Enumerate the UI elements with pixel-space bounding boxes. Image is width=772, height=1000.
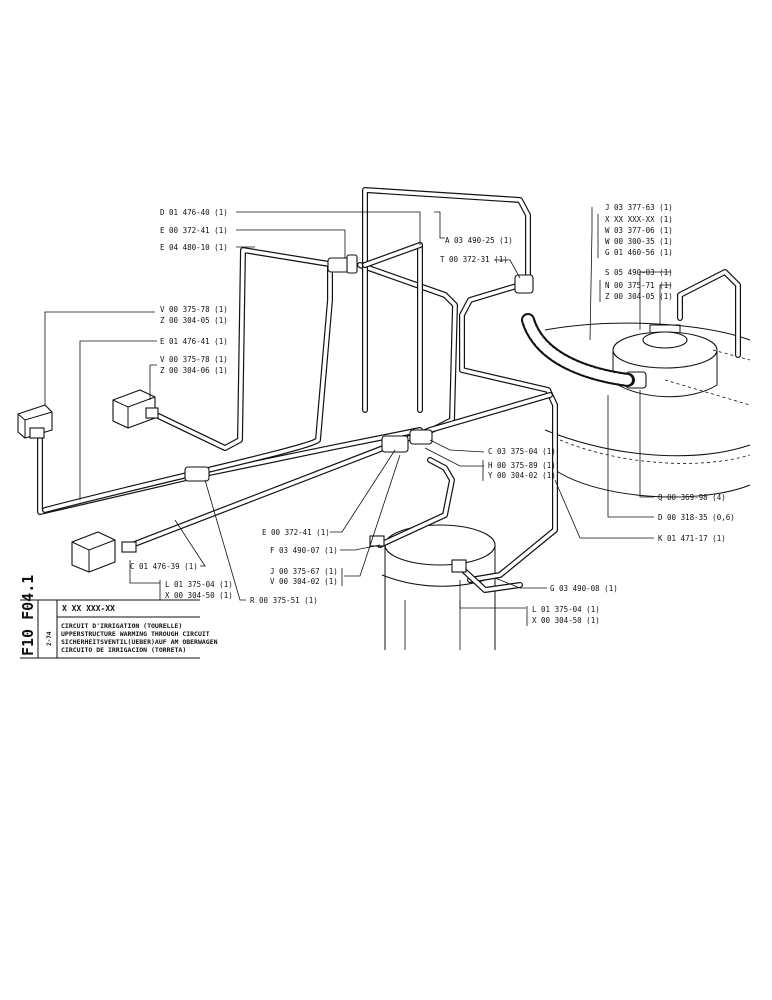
callout-e-00-372-41-top: E 00 372-41 (1) (160, 226, 228, 235)
callout-g-03-490-08: G 03 490-08 (1) (550, 584, 618, 593)
title-fr: CIRCUIT D'IRRIGATION (TOURELLE) (61, 622, 182, 630)
callout-w-00-300-35: W 00 300-35 (1) (605, 237, 673, 246)
callout-z-00-304-06: Z 00 304-06 (1) (160, 366, 228, 375)
callout-l-01-375-04-a: L 01 375-04 (1) (165, 580, 233, 589)
tee-fitting-right (514, 274, 534, 294)
tank-cap (642, 331, 688, 349)
callout-x-00-304-50-a: X 00 304-50 (1) (165, 591, 233, 600)
sheet-code: F10 F04.1 (19, 575, 37, 656)
callout-j-03-377-63: J 03 377-63 (1) (605, 203, 673, 212)
callout-v-00-304-02: V 00 304-02 (1) (270, 577, 338, 586)
callout-q-00-369-98: Q 00 369-98 (4) (658, 493, 726, 502)
coupling-fitting (381, 435, 409, 453)
elbow-lower-tank (369, 535, 385, 547)
title-en: UPPERSTRUCTURE WARMING THROUGH CIRCUIT (61, 630, 210, 638)
hose (521, 313, 635, 387)
callout-v-00-375-78-a: V 00 375-78 (1) (160, 305, 228, 314)
callout-d-01-476-40: D 01 476-40 (1) (160, 208, 228, 217)
callout-l-01-375-04-b: L 01 375-04 (1) (532, 605, 600, 614)
main-tank (544, 322, 751, 498)
callout-s-05-490-03: S 05 490-03 (1) (605, 268, 673, 277)
title-es: CIRCUITO DE IRRIGACION (TORRETA) (61, 646, 186, 654)
valve-box-lower (71, 531, 116, 573)
callout-e-01-476-41: E 01 476-41 (1) (160, 337, 228, 346)
title-de: SICHERHEITSVENTIL(UEBER)AUF AM OBERWAGEN (61, 638, 218, 646)
callout-k-01-471-17: K 01 471-17 (1) (658, 534, 726, 543)
callout-t-00-372-31: T 00 372-31 (1) (440, 255, 508, 264)
callout-e-00-372-41-mid: E 00 372-41 (1) (262, 528, 330, 537)
elbow-left (29, 427, 45, 439)
union-fitting (184, 466, 210, 482)
callout-g-01-460-56: G 01 460-56 (1) (605, 248, 673, 257)
callout-z-00-304-05-b: Z 00 304-05 (1) (605, 292, 673, 301)
leader-lines (44, 207, 671, 609)
callout-j-00-375-67: J 00 375-67 (1) (270, 567, 338, 576)
callout-labels: D 01 476-40 (1) E 00 372-41 (1) E 04 480… (130, 203, 735, 626)
title-block: F10 F04.1 2-74 X XX XXX-XX CIRCUIT D'IRR… (19, 575, 218, 659)
fittings (29, 254, 647, 573)
part-number: X XX XXX-XX (62, 604, 115, 613)
callout-n-00-375-71: N 00 375-71 (1) (605, 281, 673, 290)
callout-h-00-375-89: H 00 375-89 (1) (488, 461, 556, 470)
callout-z-00-304-05-a: Z 00 304-05 (1) (160, 316, 228, 325)
callout-w-03-377-06: W 03 377-06 (1) (605, 226, 673, 235)
callout-x-xx: X XX XXX-XX (1) (605, 215, 673, 224)
callout-d-00-318-35: D 00 318-35 (0,6) (658, 513, 735, 522)
callout-r-00-375-51: R 00 375-51 (1) (250, 596, 318, 605)
callout-v-00-375-78-b: V 00 375-78 (1) (160, 355, 228, 364)
callout-f-03-490-07: F 03 490-07 (1) (270, 546, 338, 555)
callout-x-00-304-50-b: X 00 304-50 (1) (532, 616, 600, 625)
callout-y-00-304-02: Y 00 304-02 (1) (488, 471, 556, 480)
callout-a-03-490-25: A 03 490-25 (1) (445, 236, 513, 245)
callout-c-03-375-04: C 03 375-04 (1) (488, 447, 556, 456)
callout-c-01-476-39: C 01 476-39 (1) (130, 562, 198, 571)
revision: 2-74 (46, 631, 53, 646)
callout-e-04-480-10: E 04 480-10 (1) (160, 243, 228, 252)
